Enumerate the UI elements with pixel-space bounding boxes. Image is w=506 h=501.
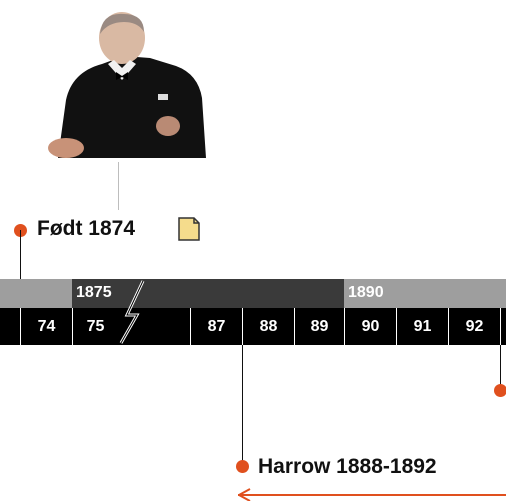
event-connector-born: [20, 230, 21, 280]
event-marker-right[interactable]: [494, 384, 506, 397]
year-cell[interactable]: 90: [344, 308, 396, 345]
note-icon[interactable]: [176, 216, 202, 242]
era-band-1890[interactable]: 1890: [344, 279, 506, 308]
event-connector-harrow: [242, 345, 243, 465]
portrait-connector: [118, 162, 119, 210]
year-cell[interactable]: 88: [242, 308, 294, 345]
era-band-left: [0, 279, 72, 308]
year-cell: [500, 308, 506, 345]
event-connector-right: [500, 345, 501, 389]
event-label-harrow[interactable]: Harrow 1888-1892: [258, 455, 437, 478]
year-cell[interactable]: 91: [396, 308, 448, 345]
era-label-1875: 1875: [76, 284, 112, 301]
era-label-1890: 1890: [348, 284, 384, 301]
period-span-arrow[interactable]: [238, 488, 506, 501]
portrait-image[interactable]: [38, 8, 206, 162]
year-band: 74 75 87 88 89 90 91 92: [0, 308, 506, 345]
year-cell[interactable]: 87: [190, 308, 242, 345]
year-cell[interactable]: 74: [20, 308, 72, 345]
event-label-born[interactable]: Født 1874: [37, 217, 136, 240]
event-marker-harrow[interactable]: [236, 460, 249, 473]
year-cell[interactable]: 89: [294, 308, 344, 345]
year-cell[interactable]: 75: [72, 308, 118, 345]
lightning-break-icon: [119, 280, 145, 344]
year-cell[interactable]: 92: [448, 308, 500, 345]
era-band-1875[interactable]: 1875: [72, 279, 344, 308]
